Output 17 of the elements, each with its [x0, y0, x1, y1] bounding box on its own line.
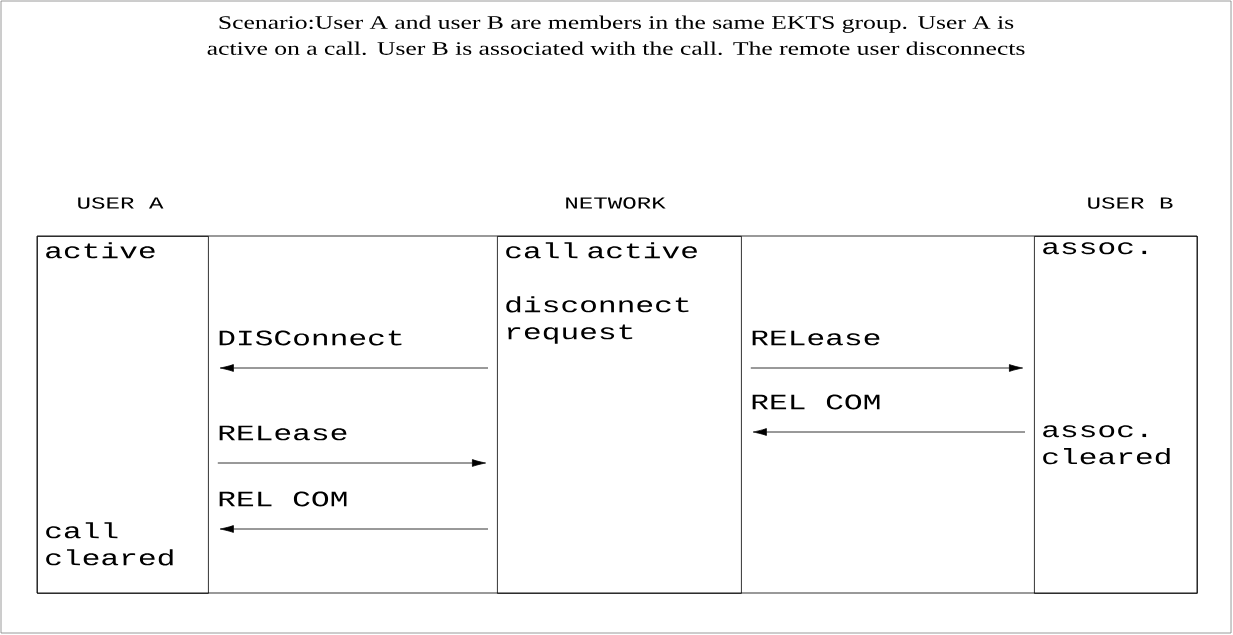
message-label: REL COM	[219, 491, 347, 507]
column-header: NETWORK	[566, 197, 666, 209]
message-label: RELease	[752, 330, 880, 346]
message-label: RELease	[219, 425, 347, 441]
arrow	[219, 525, 489, 533]
arrow	[219, 364, 489, 372]
scenario-text: Scenario:User A and user B are members in the same EKTS group. User A is active on a call. User B is associated with the call. The remote user disconnects	[207, 15, 1025, 55]
lane-column: call active disconnect request	[497, 236, 742, 594]
lane-column: active call cleared	[37, 236, 209, 594]
arrow	[752, 428, 1026, 436]
message-label: DISConnect	[219, 330, 402, 346]
arrow	[750, 364, 1023, 372]
arrow	[217, 459, 486, 467]
lane-column: assoc. assoc. cleared	[1034, 236, 1198, 594]
column-header: USER A	[78, 197, 164, 209]
message-label: REL COM	[752, 394, 880, 410]
column-header: USER B	[1088, 197, 1173, 209]
